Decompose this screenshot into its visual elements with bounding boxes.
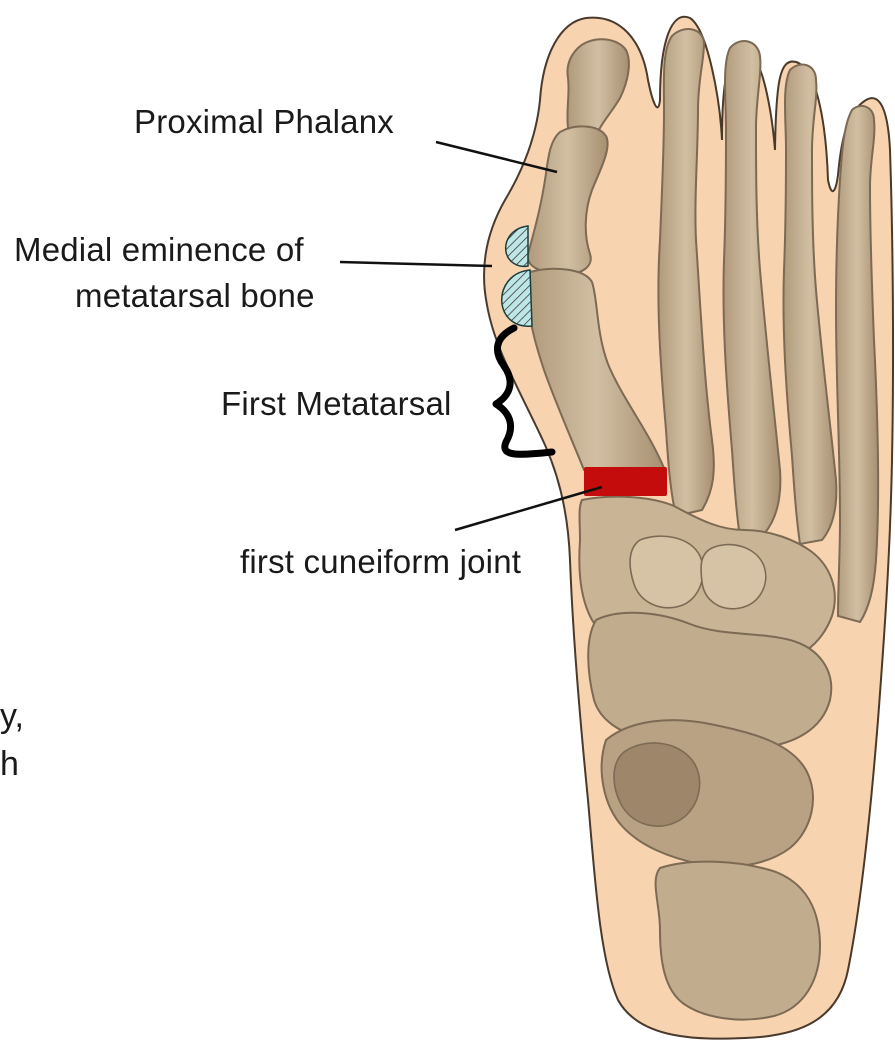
cut-off-text-line1: y, [0, 696, 24, 736]
medial-eminence-leader [340, 262, 492, 266]
label-proximal-phalanx: Proximal Phalanx [134, 102, 394, 142]
label-medial-eminence-line1: Medial eminence of [14, 230, 304, 270]
calcaneus [656, 862, 820, 1020]
label-first-metatarsal: First Metatarsal [221, 384, 452, 424]
cut-off-text-line2: h [0, 744, 19, 784]
cuneiform-joint-marker [584, 467, 667, 496]
label-first-cuneiform-joint: first cuneiform joint [240, 542, 521, 582]
label-medial-eminence-line2: metatarsal bone [75, 276, 315, 316]
